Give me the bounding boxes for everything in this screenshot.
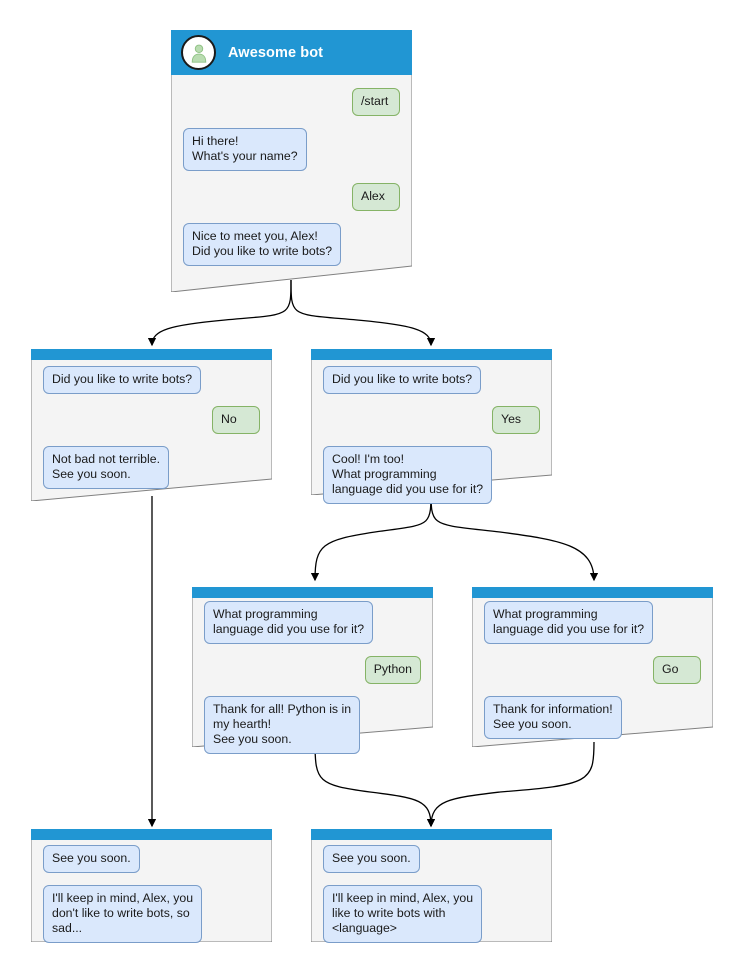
chat-node-end-yes[interactable]: See you soon. I'll keep in mind, Alex, y… bbox=[311, 829, 552, 943]
message-row: Hi there! What's your name? bbox=[171, 128, 412, 171]
go-branch-message-list: What programming language did you use fo… bbox=[472, 601, 713, 739]
bot-message-bubble: Thank for information! See you soon. bbox=[484, 696, 622, 739]
node-header bbox=[192, 587, 433, 598]
bot-message-bubble: See you soon. bbox=[323, 845, 420, 873]
chat-node-python-branch[interactable]: What programming language did you use fo… bbox=[192, 587, 433, 754]
bot-title: Awesome bot bbox=[228, 44, 324, 61]
message-row: Go bbox=[472, 656, 713, 684]
message-row: Cool! I'm too! What programming language… bbox=[311, 446, 552, 504]
message-row: See you soon. bbox=[311, 845, 552, 873]
message-row: See you soon. bbox=[31, 845, 272, 873]
python-branch-message-list: What programming language did you use fo… bbox=[192, 601, 433, 754]
message-row: No bbox=[31, 406, 272, 434]
yes-branch-message-list: Did you like to write bots? Yes Cool! I'… bbox=[311, 366, 552, 504]
node-header bbox=[31, 349, 272, 360]
message-row: I'll keep in mind, Alex, you like to wri… bbox=[311, 885, 552, 943]
message-row: Python bbox=[192, 656, 433, 684]
node-header bbox=[311, 829, 552, 840]
end-yes-message-list: See you soon. I'll keep in mind, Alex, y… bbox=[311, 845, 552, 943]
user-message-bubble: /start bbox=[352, 88, 400, 116]
user-avatar-icon bbox=[181, 35, 216, 70]
no-branch-message-list: Did you like to write bots? No Not bad n… bbox=[31, 366, 272, 489]
message-row: Nice to meet you, Alex! Did you like to … bbox=[171, 223, 412, 266]
message-row: Thank for information! See you soon. bbox=[472, 696, 713, 739]
bot-message-bubble: Cool! I'm too! What programming language… bbox=[323, 446, 493, 504]
user-message-bubble: Go bbox=[653, 656, 701, 684]
user-message-bubble: Alex bbox=[352, 183, 400, 211]
bot-message-bubble: What programming language did you use fo… bbox=[204, 601, 374, 644]
message-row: Did you like to write bots? bbox=[31, 366, 272, 394]
message-row: Not bad not terrible. See you soon. bbox=[31, 446, 272, 489]
user-message-bubble: Python bbox=[364, 656, 421, 684]
bot-message-bubble: Thank for all! Python is in my hearth! S… bbox=[204, 696, 361, 754]
chat-node-root[interactable]: Awesome bot /start Hi there! What's your… bbox=[171, 30, 412, 292]
message-row: Yes bbox=[311, 406, 552, 434]
chat-node-go-branch[interactable]: What programming language did you use fo… bbox=[472, 587, 713, 747]
message-row: Alex bbox=[171, 183, 412, 211]
message-row: Did you like to write bots? bbox=[311, 366, 552, 394]
node-header bbox=[311, 349, 552, 360]
bot-message-bubble: I'll keep in mind, Alex, you don't like … bbox=[43, 885, 203, 943]
user-message-bubble: No bbox=[212, 406, 260, 434]
chat-node-yes-branch[interactable]: Did you like to write bots? Yes Cool! I'… bbox=[311, 349, 552, 504]
bot-message-bubble: I'll keep in mind, Alex, you like to wri… bbox=[323, 885, 483, 943]
bot-message-bubble: Did you like to write bots? bbox=[43, 366, 202, 394]
node-header bbox=[31, 829, 272, 840]
message-row: What programming language did you use fo… bbox=[472, 601, 713, 644]
node-header bbox=[472, 587, 713, 598]
bot-message-bubble: Hi there! What's your name? bbox=[183, 128, 307, 171]
bot-message-bubble: Did you like to write bots? bbox=[323, 366, 482, 394]
chat-node-end-no[interactable]: See you soon. I'll keep in mind, Alex, y… bbox=[31, 829, 272, 943]
bot-message-bubble: See you soon. bbox=[43, 845, 140, 873]
message-row: Thank for all! Python is in my hearth! S… bbox=[192, 696, 433, 754]
edge-go-to-end-yes bbox=[426, 741, 595, 828]
chat-node-no-branch[interactable]: Did you like to write bots? No Not bad n… bbox=[31, 349, 272, 501]
edge-python-to-end-yes bbox=[314, 741, 436, 828]
user-message-bubble: Yes bbox=[492, 406, 540, 434]
root-message-list: /start Hi there! What's your name? Alex … bbox=[171, 88, 412, 266]
end-no-message-list: See you soon. I'll keep in mind, Alex, y… bbox=[31, 845, 272, 943]
bot-message-bubble: Not bad not terrible. See you soon. bbox=[43, 446, 170, 489]
node-header-root: Awesome bot bbox=[171, 30, 412, 75]
bot-message-bubble: What programming language did you use fo… bbox=[484, 601, 654, 644]
bot-message-bubble: Nice to meet you, Alex! Did you like to … bbox=[183, 223, 342, 266]
message-row: I'll keep in mind, Alex, you don't like … bbox=[31, 885, 272, 943]
message-row: /start bbox=[171, 88, 412, 116]
message-row: What programming language did you use fo… bbox=[192, 601, 433, 644]
